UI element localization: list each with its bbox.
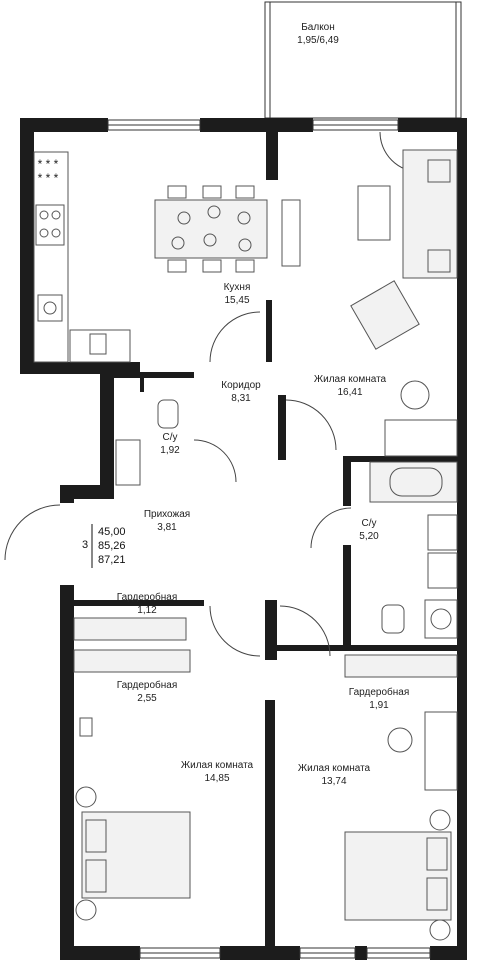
wardrobe-3-name: Гардеробная	[349, 686, 410, 698]
kitchen-furniture: * * * * * *	[33, 151, 301, 363]
living-top-name: Жилая комната	[314, 374, 387, 385]
rooms-count: 3	[82, 539, 88, 551]
bedroom-left-area: 14,85	[204, 773, 229, 784]
hallway-area: 3,81	[157, 522, 177, 533]
windows	[107, 119, 431, 959]
wardrobe-1-area: 1,12	[137, 605, 157, 616]
balcony-area: 1,95/6,49	[297, 35, 339, 46]
sink-icon	[37, 294, 63, 322]
kitchen-name: Кухня	[224, 282, 251, 293]
wc-small-name: С/у	[163, 432, 178, 443]
wardrobe-2-area: 2,55	[137, 693, 157, 704]
wardrobe-furniture	[73, 617, 458, 737]
living-top-area: 16,41	[337, 387, 362, 398]
wardrobe-3-area: 1,91	[369, 700, 389, 711]
kitchen-area: 15,45	[224, 295, 249, 306]
wardrobe-1-name: Гардеробная	[117, 591, 178, 603]
bedroom-furniture	[75, 711, 458, 941]
living-furniture	[350, 149, 458, 457]
bedroom-right-name: Жилая комната	[298, 763, 371, 774]
bathroom-area: 5,20	[359, 531, 379, 542]
bedroom-left-name: Жилая комната	[181, 760, 254, 771]
area-living: 45,00	[98, 526, 126, 538]
bathroom-name: С/у	[362, 518, 377, 529]
area-total: 85,26	[98, 540, 126, 552]
bathroom-furniture	[369, 461, 458, 639]
wc-small-area: 1,92	[160, 445, 180, 456]
bedroom-right-area: 13,74	[321, 776, 346, 787]
area-total-with-balcony: 87,21	[98, 554, 126, 566]
wc-furniture	[115, 399, 179, 486]
corridor-area: 8,31	[231, 393, 251, 404]
svg-text:* * *: * * *	[38, 171, 59, 185]
svg-text:* * *: * * *	[38, 157, 59, 171]
walls	[20, 118, 467, 960]
corridor-name: Коридор	[221, 380, 261, 391]
stove-icon	[35, 204, 65, 246]
hallway-name: Прихожая	[144, 509, 190, 520]
balcony-name: Балкон	[301, 22, 335, 33]
balcony	[264, 1, 462, 119]
area-summary: 3 45,00 85,26 87,21	[82, 524, 126, 568]
wardrobe-2-name: Гардеробная	[117, 679, 178, 691]
room-labels: Балкон 1,95/6,49 Кухня 15,45 Жилая комна…	[117, 22, 410, 787]
